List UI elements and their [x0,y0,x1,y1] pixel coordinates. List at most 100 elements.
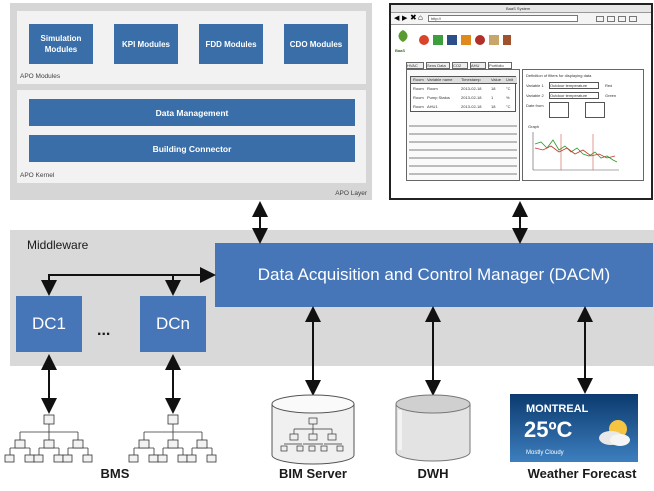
chart-icon[interactable] [433,35,443,45]
building-connector-bar: Building Connector [29,135,355,162]
data-panel: Room Variable name Timestamp Value Unit … [406,69,520,181]
cell: 2013-02-18 [461,95,482,100]
tab-sens-data[interactable]: Sens Data [426,62,450,69]
dc1-label: DC1 [31,314,66,333]
simulation-modules-label: Simulation Modules [40,34,82,54]
col-timestamp: Timestamp [461,77,481,82]
cell: 1 [491,95,494,100]
bim-server-icon [271,394,355,465]
date-to-picker[interactable] [585,102,605,118]
var2-color: Green [605,93,617,98]
cell: 2013-02-18 [461,86,482,91]
user-icon[interactable] [503,35,511,45]
cdo-modules-box: CDO Modules [284,24,348,64]
toolbar-buttons [596,16,648,22]
cell: AHU1 [427,104,438,109]
edit-icon[interactable] [461,35,471,45]
col-variable: Variable name [427,77,453,82]
tab-portfolio[interactable]: Portfolio [488,62,512,69]
cell: 2013-02-18 [461,104,482,109]
middleware-label: Middleware [27,238,89,252]
app-logo: BaaS [395,29,411,53]
var1-color: Red [605,83,613,88]
bms-network-icon-1 [4,414,93,463]
weather-temp: 25ºC [524,417,573,442]
address-text: http:// [431,16,442,21]
weather-condition: Mostly Cloudy [526,450,564,456]
apo-modules-label: APO Modules [20,73,61,80]
apo-kernel-panel: Data Management Building Connector APO K… [17,90,366,183]
data-table: Room Variable name Timestamp Value Unit … [410,76,517,112]
app-logo-text: BaaS [395,48,406,53]
cell: Room [427,86,438,91]
apo-layer: Simulation Modules KPI Modules FDD Modul… [10,3,372,200]
dc-ellipsis: ... [97,322,111,339]
apo-kernel-label: APO Kernel [20,172,55,179]
partly-cloudy-icon [599,420,630,446]
toolbar-button[interactable] [618,16,626,22]
cell: °C [506,104,511,109]
cell: Room [413,95,424,100]
date-label: Date from [526,103,544,108]
data-management-bar: Data Management [29,99,355,126]
bim-server-label: BIM Server [279,466,347,481]
back-icon[interactable]: ◀ [394,15,400,22]
var2-label: Variable 2 [526,93,544,98]
filter-panel: Definition of filters for displaying dat… [522,69,644,181]
save-icon[interactable] [447,35,457,45]
toolbar-button[interactable] [629,16,637,22]
kpi-modules-label: KPI Modules [121,39,170,49]
col-room: Room [413,77,424,82]
weather-city: MONTREAL [526,403,589,415]
tag-icon[interactable] [489,35,499,45]
cdo-modules-label: CDO Modules [289,39,343,49]
bms-label: BMS [100,466,130,481]
cell: 18 [491,86,496,91]
home-icon[interactable]: ⌂ [418,13,423,22]
tab-co2[interactable]: CO2 [452,62,468,69]
date-from-picker[interactable] [549,102,569,118]
toolbar-button[interactable] [596,16,604,22]
apo-modules-panel: Simulation Modules KPI Modules FDD Modul… [17,11,366,84]
collapsed-rows [409,125,517,175]
dcn-label: DCn [155,314,190,333]
dwh-label: DWH [417,466,449,481]
application-screenshot: BaaS System ◀ ▶ ✖ ⌂ http:// BaaS HVAC Se… [389,3,653,200]
col-value: Value [491,77,501,82]
settings-icon[interactable] [475,35,485,45]
cell: Pump Status [427,95,450,100]
dacm-box: Data Acquisition and Control Manager (DA… [215,243,653,307]
weather-widget: MONTREAL 25ºC Mostly Cloudy [510,394,638,462]
browser-titlebar: BaaS System [391,5,651,13]
tab-ahu[interactable]: AHU [470,62,486,69]
weather-forecast-label: Weather Forecast [527,466,637,481]
dwh-database-icon [395,394,471,462]
close-icon[interactable]: ✖ [410,13,417,22]
var1-label: Variable 1 [526,83,544,88]
bms-network-icon-2 [128,414,217,463]
tab-bar: HVAC Sens Data CO2 AHU Portfolio [406,62,526,69]
graph-label: Graph [528,124,540,129]
app-icon-row [419,33,539,47]
fdd-modules-label: FDD Modules [205,39,257,49]
var2-select[interactable]: Outdoor temperature [549,92,599,99]
tab-hvac[interactable]: HVAC [406,62,424,69]
table-row[interactable]: Room AHU1 2013-02-18 18 °C [411,104,517,112]
kpi-modules-box: KPI Modules [114,24,178,64]
table-row[interactable]: Room Room 2013-02-18 18 °C [411,86,517,94]
refresh-icon[interactable] [419,35,429,45]
table-row[interactable]: Room Pump Status 2013-02-18 1 % [411,95,517,103]
dacm-label: Data Acquisition and Control Manager (DA… [257,265,611,284]
panel-title: Definition of filters for displaying dat… [526,73,592,78]
leaf-icon [398,30,408,42]
col-unit: Unit [506,77,514,82]
browser-toolbar: ◀ ▶ ✖ ⌂ http:// [391,13,651,25]
forward-icon[interactable]: ▶ [402,15,408,22]
cell: % [506,95,510,100]
toolbar-button[interactable] [607,16,615,22]
address-bar[interactable]: http:// [428,15,578,22]
window-title: BaaS System [506,6,531,11]
var1-select[interactable]: Outdoor temperature [549,82,599,89]
dcn-box: DCn [140,296,206,352]
